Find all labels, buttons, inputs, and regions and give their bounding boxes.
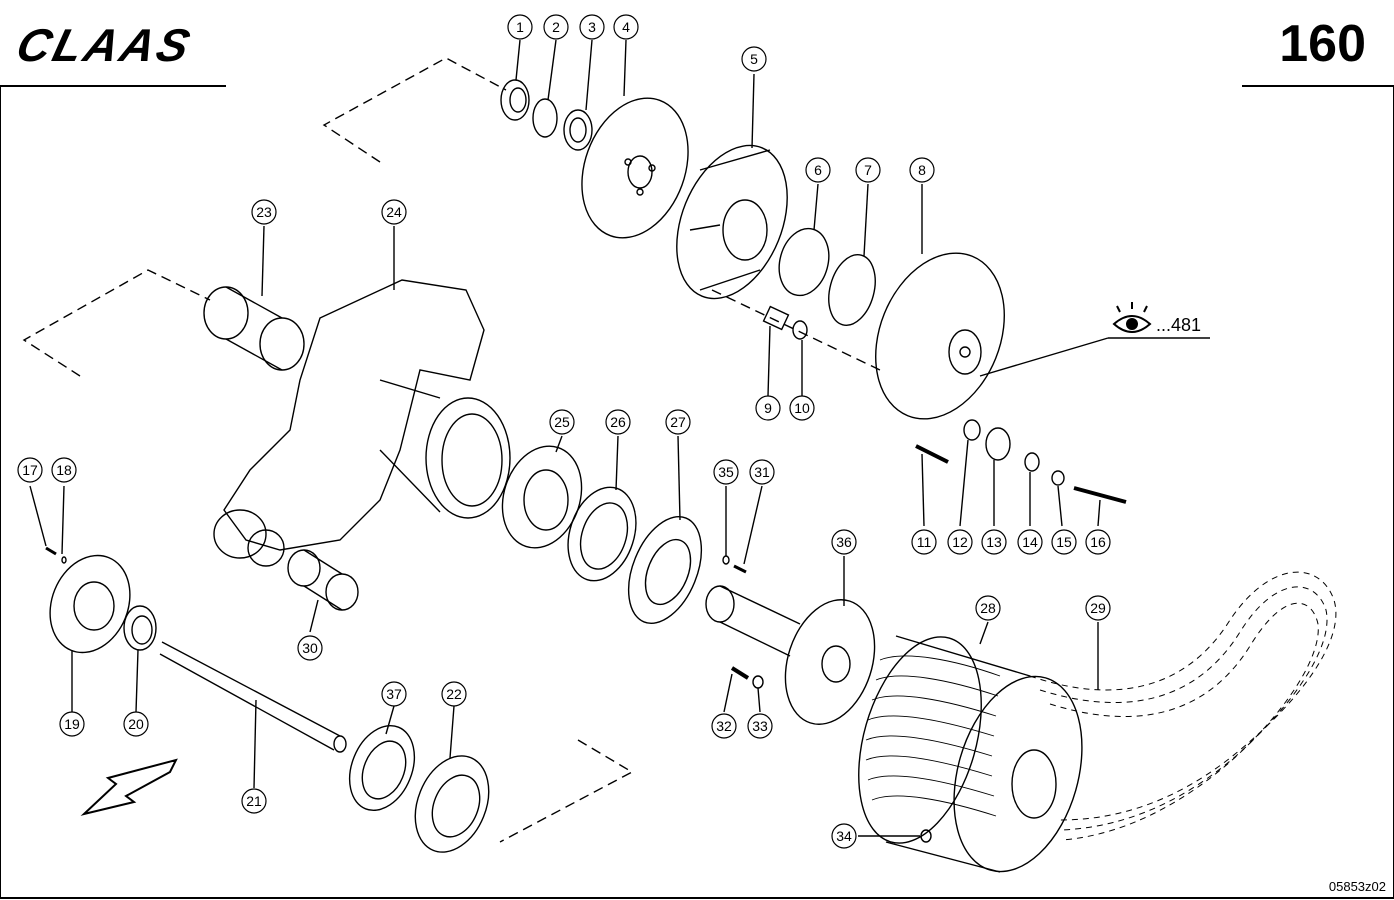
callout-12: 12 — [952, 534, 968, 550]
callout-21: 21 — [246, 793, 262, 809]
callout-23: 23 — [256, 204, 272, 220]
callout-4: 4 — [622, 19, 630, 35]
callout-29: 29 — [1090, 600, 1106, 616]
callout-32: 32 — [716, 718, 732, 734]
callout-16: 16 — [1090, 534, 1106, 550]
callout-26: 26 — [610, 414, 626, 430]
callout-6: 6 — [814, 162, 822, 178]
callout-24: 24 — [386, 204, 402, 220]
callout-14: 14 — [1022, 534, 1038, 550]
callout-20: 20 — [128, 716, 144, 732]
callout-1: 1 — [516, 19, 524, 35]
callout-11: 11 — [917, 534, 932, 550]
callout-7: 7 — [864, 162, 872, 178]
callout-31: 31 — [754, 464, 770, 480]
callout-25: 25 — [554, 414, 570, 430]
eye-icon — [1112, 302, 1152, 333]
callout-19: 19 — [64, 716, 80, 732]
callout-13: 13 — [986, 534, 1002, 550]
callout-33: 33 — [752, 718, 768, 734]
callout-27: 27 — [670, 414, 686, 430]
callout-10: 10 — [794, 400, 810, 416]
callout-15: 15 — [1056, 534, 1072, 550]
callout-circles — [17, 14, 1111, 849]
callout-9: 9 — [764, 400, 772, 416]
callout-30: 30 — [302, 640, 318, 656]
callout-17: 17 — [22, 462, 38, 478]
callout-8: 8 — [918, 162, 926, 178]
callout-3: 3 — [588, 19, 596, 35]
reference-text: ...481 — [1156, 315, 1201, 335]
page-number: 160 — [1279, 15, 1366, 73]
callout-5: 5 — [750, 51, 758, 67]
callout-37: 37 — [386, 686, 402, 702]
callout-28: 28 — [980, 600, 996, 616]
callout-34: 34 — [836, 828, 852, 844]
callout-22: 22 — [446, 686, 462, 702]
callout-36: 36 — [836, 534, 852, 550]
callout-35: 35 — [718, 464, 734, 480]
callout-18: 18 — [56, 462, 72, 478]
drawing-id: 05853z02 — [1328, 879, 1386, 894]
callout-2: 2 — [552, 19, 560, 35]
